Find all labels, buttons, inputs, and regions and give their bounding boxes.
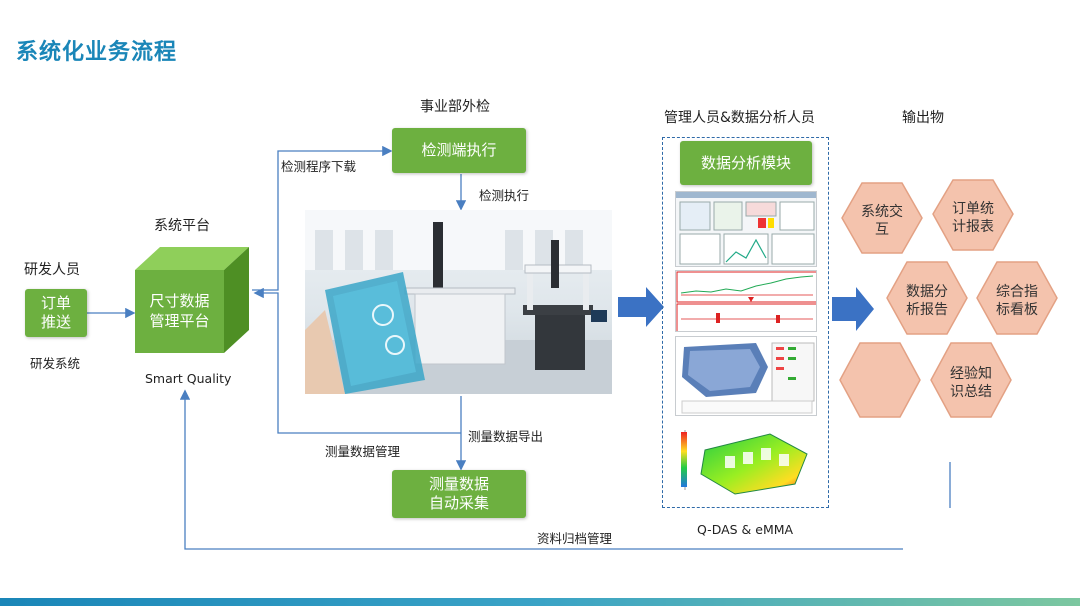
hexagon-4 [976,261,1058,335]
label-measure-export: 测量数据导出 [468,429,544,444]
arrow-measure-mgmt [253,287,461,434]
role-outputs: 输出物 [902,110,944,126]
label-inspection-run: 检测执行 [479,188,530,203]
hexagon-6 [930,342,1012,418]
measure-auto-collect-box[interactable]: 测量数据 自动采集 [392,470,526,518]
cmm-scene [305,210,612,394]
analysis-screenshot-3 [675,336,817,416]
inspection-exec-box[interactable]: 检测端执行 [392,128,526,173]
role-mgmt-analysts: 管理人员&数据分析人员 [664,110,815,126]
role-business-dept-inspection: 事业部外检 [420,99,490,115]
arrow-archive-mgmt [179,389,903,550]
arrow-program-download [252,145,393,291]
dim-data-platform-label: 尺寸数据 管理平台 [149,292,210,330]
hexagon-label-analysis-report: 数据分 析报告 [906,284,948,319]
data-analysis-module-box[interactable]: 数据分析模块 [680,141,812,185]
role-system-platform: 系统平台 [154,218,210,234]
label-archive-mgmt: 资料归档管理 [537,531,613,546]
smart-quality-caption: Smart Quality [145,371,232,386]
big-arrow-to-analysis [618,287,664,327]
hexagon-label-order-report: 订单统 计报表 [952,201,994,236]
inspection-exec-label: 检测端执行 [421,141,497,160]
data-analysis-module-label: 数据分析模块 [700,153,791,172]
role-rd-staff: 研发人员 [24,262,80,278]
label-measure-mgmt: 测量数据管理 [325,444,401,459]
analysis-screenshot-1 [675,191,817,267]
hexagon-label-system-interaction: 系统交 互 [861,204,903,239]
analysis-panel [662,137,829,508]
bottom-accent-bar [0,598,1080,606]
analysis-heatmap-3d [675,420,817,502]
slide-title: 系统化业务流程 [16,40,178,65]
order-push-box[interactable]: 订单 推送 [25,289,87,337]
qdas-emma-caption: Q-DAS & eMMA [697,522,794,537]
label-program-download: 检测程序下载 [281,159,357,174]
cmm-machine-photo [305,210,612,394]
hexagon-3 [886,261,968,335]
hexagon-5 [839,342,921,418]
platform-cube [135,247,249,353]
hexagon-1 [841,182,923,254]
measure-auto-collect-label: 测量数据 自动采集 [428,475,489,512]
dim-data-platform-box[interactable]: 尺寸数据 管理平台 [135,270,224,353]
hexagon-label-kpi-dashboard: 综合指 标看板 [996,284,1038,319]
output-hexagons [839,179,1058,418]
hexagon-label-experience-summary: 经验知 识总结 [950,366,992,401]
rd-system-caption: 研发系统 [30,356,81,371]
analysis-screenshot-2 [675,270,817,332]
hexagon-2 [932,179,1014,251]
big-arrow-to-outputs [832,287,874,331]
order-push-label: 订单 推送 [40,294,71,331]
